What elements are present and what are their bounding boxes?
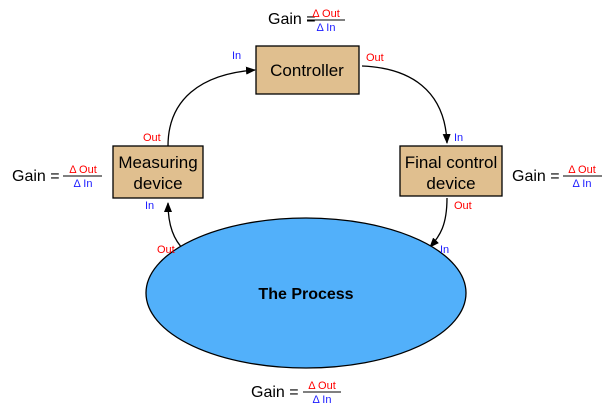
- final-control-device-in-label: In: [454, 132, 463, 144]
- arrow-measuring-to-controller: [167, 66, 256, 147]
- gain-prefix: Gain =: [12, 168, 60, 185]
- gain-prefix: Gain =: [268, 11, 316, 28]
- arrow-process-to-measuring: [164, 202, 185, 251]
- gain-denominator: Δ In: [313, 394, 332, 406]
- controller-box: [255, 45, 360, 95]
- gain-numerator: Δ Out: [308, 380, 336, 392]
- measuring-device-in-label: In: [145, 200, 154, 212]
- gain-numerator: Δ Out: [568, 164, 596, 176]
- gain-numerator: Δ Out: [312, 8, 340, 20]
- gain-formula-measuring-device: Gain = Δ Out Δ In: [12, 164, 102, 190]
- final-control-device-block: Final control device: [399, 145, 503, 197]
- final-control-device-box: [399, 145, 503, 197]
- measuring-device-label-line1: Measuring: [118, 153, 197, 172]
- gain-denominator: Δ In: [74, 178, 93, 190]
- gain-denominator: Δ In: [573, 178, 592, 190]
- process-out-label: Out: [157, 244, 175, 256]
- gain-prefix: Gain =: [512, 168, 560, 185]
- final-control-device-label-line2: device: [426, 174, 475, 193]
- process-label: The Process: [258, 286, 353, 303]
- measuring-device-label-line2: device: [133, 174, 182, 193]
- measuring-device-block: Measuring device: [112, 145, 204, 199]
- process-in-label: In: [440, 244, 449, 256]
- gain-denominator: Δ In: [317, 22, 336, 34]
- gain-formula-final-control-device: Gain = Δ Out Δ In: [512, 164, 602, 190]
- process-block: The Process: [145, 217, 467, 369]
- gain-numerator: Δ Out: [69, 164, 97, 176]
- final-control-device-out-label: Out: [454, 200, 472, 212]
- gain-formula-controller: Gain = Δ Out Δ In: [268, 8, 345, 34]
- gain-formula-process: Gain = Δ Out Δ In: [251, 380, 341, 406]
- controller-in-label: In: [232, 50, 241, 62]
- final-control-device-label-line1: Final control: [405, 153, 498, 172]
- gain-prefix: Gain =: [251, 384, 299, 401]
- controller-label: Controller: [270, 61, 344, 80]
- controller-block: Controller: [255, 45, 360, 95]
- arrow-final-to-process: [429, 197, 448, 248]
- controller-out-label: Out: [366, 52, 384, 64]
- process-ellipse: [145, 217, 467, 369]
- arrow-controller-to-final: [361, 65, 451, 144]
- measuring-device-box: [112, 145, 204, 199]
- measuring-device-out-label: Out: [143, 132, 161, 144]
